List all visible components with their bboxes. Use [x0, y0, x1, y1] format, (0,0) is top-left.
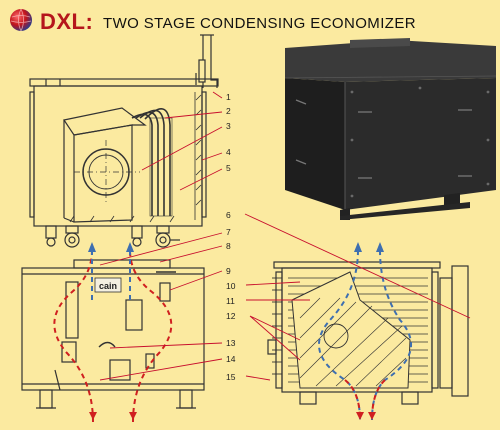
- flow-paths-front: [53, 249, 173, 423]
- nameplate-badge: [94, 277, 122, 293]
- header: DXL: TWO STAGE CONDENSING ECONOMIZER: [0, 0, 500, 44]
- callout-5: 5: [226, 163, 231, 173]
- callout-15: 15: [226, 372, 236, 382]
- globe-logo-icon: [10, 8, 32, 32]
- callout-6: 6: [226, 210, 231, 220]
- nameplate-label: cain: [99, 281, 117, 291]
- callout-4: 4: [226, 147, 231, 157]
- section-view: [29, 34, 219, 248]
- front-view: [21, 259, 205, 409]
- title-brand: DXL:: [40, 9, 94, 34]
- callout-1: 1: [226, 92, 231, 102]
- callout-3: 3: [226, 121, 231, 131]
- page-title: TWO STAGE CONDENSING ECONOMIZER: [103, 15, 416, 32]
- callout-14: 14: [226, 354, 236, 364]
- unit-render: [284, 38, 497, 220]
- callout-2: 2: [226, 106, 231, 116]
- callout-10: 10: [226, 281, 236, 291]
- callout-9: 9: [226, 266, 231, 276]
- callout-13: 13: [226, 338, 236, 348]
- callout-8: 8: [226, 241, 231, 251]
- callout-12: 12: [226, 311, 236, 321]
- callout-11: 11: [226, 296, 235, 306]
- side-view: [267, 261, 469, 405]
- callouts: 1 2 3 4 5 6 7 8 9 10 11 12 13 14 15: [226, 92, 236, 382]
- leader-lines: [99, 91, 471, 381]
- callout-7: 7: [226, 227, 231, 237]
